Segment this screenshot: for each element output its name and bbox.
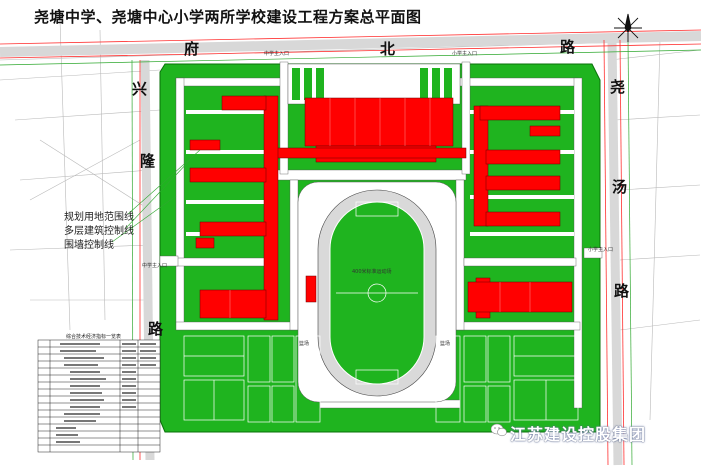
road-label-north-3: 路	[560, 38, 576, 56]
legend-planning-boundary: 规划用地范围线	[64, 212, 134, 223]
indicator-table-title: 综合技术经济指标一览表	[66, 334, 122, 340]
page-title: 尧塘中学、尧塘中心小学两所学校建设工程方案总平面图	[34, 8, 422, 26]
primary-entrance-east-label: 小学主入口	[588, 247, 614, 253]
middle-entrance-west-label: 中学主入口	[142, 263, 168, 269]
legend-wall-control: 围墙控制线	[64, 240, 114, 251]
wechat-icon	[491, 423, 507, 437]
court-label-west: 篮场	[299, 341, 310, 347]
court-label-east: 篮场	[440, 341, 451, 347]
road-label-east-3: 路	[614, 282, 630, 300]
road-label-east-2: 汤	[612, 178, 628, 196]
legend-building-control: 多层建筑控制线	[64, 226, 134, 237]
track-label: 400米标准运动场	[352, 269, 392, 275]
road-label-east-1: 尧	[610, 78, 626, 96]
road-label-west-3: 路	[148, 320, 164, 338]
road-label-west-1: 兴	[132, 80, 148, 98]
middle-entrance-north-label: 中学主入口	[264, 51, 290, 57]
road-label-north-2: 北	[380, 40, 396, 58]
watermark-text: 江苏建设控股集团	[510, 425, 647, 444]
primary-entrance-north-label: 小学主入口	[452, 51, 478, 57]
road-label-north-1: 府	[184, 40, 200, 58]
road-label-west-2: 隆	[140, 152, 156, 170]
